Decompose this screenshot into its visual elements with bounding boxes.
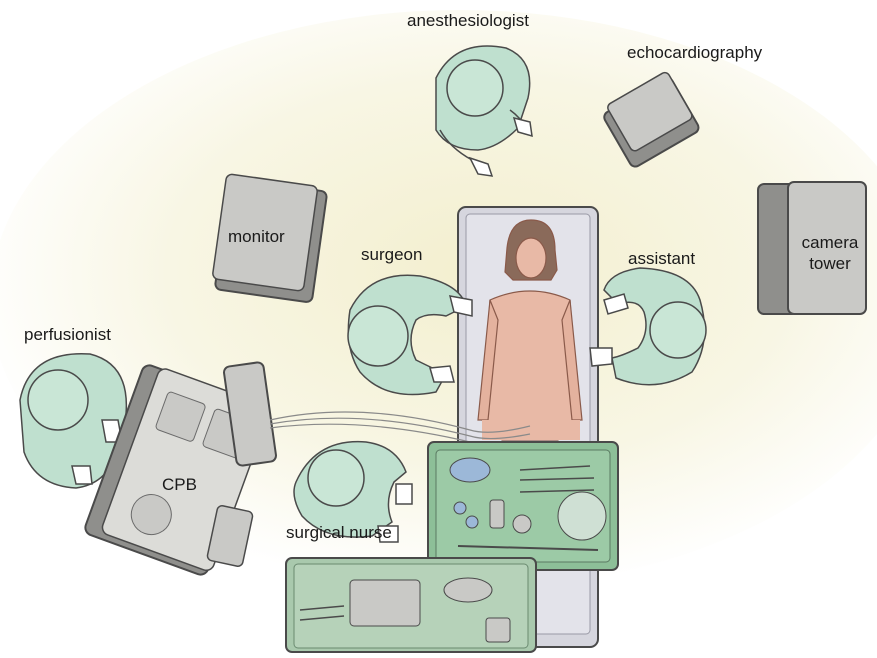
label-echocardiography: echocardiography	[627, 44, 762, 61]
label-surgeon: surgeon	[361, 246, 422, 263]
label-perfusionist: perfusionist	[24, 326, 111, 343]
label-camera-tower-line2: tower	[795, 255, 865, 272]
label-camera-tower: camera tower	[795, 234, 865, 272]
label-surgical-nurse: surgical nurse	[286, 524, 392, 541]
label-cpb: CPB	[162, 476, 197, 493]
label-monitor: monitor	[228, 228, 285, 245]
instrument-table	[428, 442, 618, 570]
label-camera-tower-line1: camera	[795, 234, 865, 251]
back-instrument-table	[286, 558, 536, 652]
label-assistant: assistant	[628, 250, 695, 267]
label-anesthesiologist: anesthesiologist	[407, 12, 529, 29]
